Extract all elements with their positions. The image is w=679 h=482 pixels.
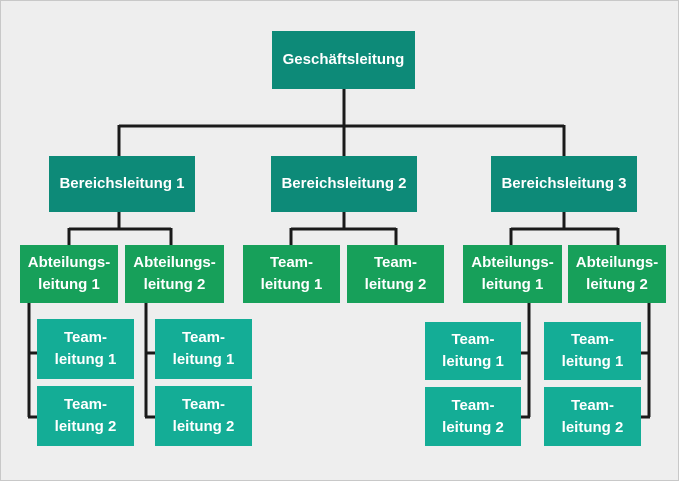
node-label: Team- leitung 2	[442, 396, 504, 436]
node-label: Team- leitung 1	[172, 329, 235, 368]
node-team-1-1-2: Team- leitung 2	[37, 386, 134, 446]
node-label: Team- leitung 2	[172, 396, 235, 435]
node-division-3: Bereichsleitung 3	[491, 156, 637, 212]
node-team-3-2-1: Team- leitung 1	[544, 322, 641, 380]
node-label: Team- leitung 1	[561, 331, 624, 370]
node-label: Team- leitung 2	[561, 396, 624, 436]
node-team-1-2-1: Team- leitung 1	[155, 319, 252, 379]
node-label: Abteilungs- leitung 1	[471, 254, 554, 293]
node-label: Team- leitung 2	[54, 396, 117, 435]
node-division-2: Bereichsleitung 2	[271, 156, 417, 212]
node-team-2-2: Team- leitung 2	[347, 245, 444, 303]
node-team-2-1: Team- leitung 1	[243, 245, 340, 303]
node-label: Bereichsleitung 3	[501, 175, 627, 192]
node-label: Abteilungs- leitung 2	[575, 254, 659, 293]
node-team-3-1-1: Team- leitung 1	[425, 322, 521, 380]
node-department-3-2: Abteilungs- leitung 2	[568, 245, 666, 303]
node-label: Bereichsleitung 2	[281, 175, 407, 192]
node-team-1-2-2: Team- leitung 2	[155, 386, 252, 446]
node-label: Team- leitung 2	[364, 254, 427, 293]
node-team-3-1-2: Team- leitung 2	[425, 387, 521, 446]
node-label: Geschäftsleitung	[282, 51, 405, 68]
node-label: Bereichsleitung 1	[59, 175, 185, 192]
node-team-3-2-2: Team- leitung 2	[544, 387, 641, 446]
node-team-1-1-1: Team- leitung 1	[37, 319, 134, 379]
node-label: Team- leitung 1	[54, 329, 117, 368]
node-label: Abteilungs- leitung 1	[27, 254, 111, 293]
node-label: Team- leitung 1	[260, 254, 323, 293]
node-label: Abteilungs- leitung 2	[133, 254, 216, 293]
node-department-1-1: Abteilungs- leitung 1	[20, 245, 118, 303]
node-department-1-2: Abteilungs- leitung 2	[125, 245, 224, 303]
node-department-3-1: Abteilungs- leitung 1	[463, 245, 562, 303]
node-division-1: Bereichsleitung 1	[49, 156, 195, 212]
node-management: Geschäftsleitung	[272, 31, 415, 89]
node-label: Team- leitung 1	[442, 331, 504, 370]
